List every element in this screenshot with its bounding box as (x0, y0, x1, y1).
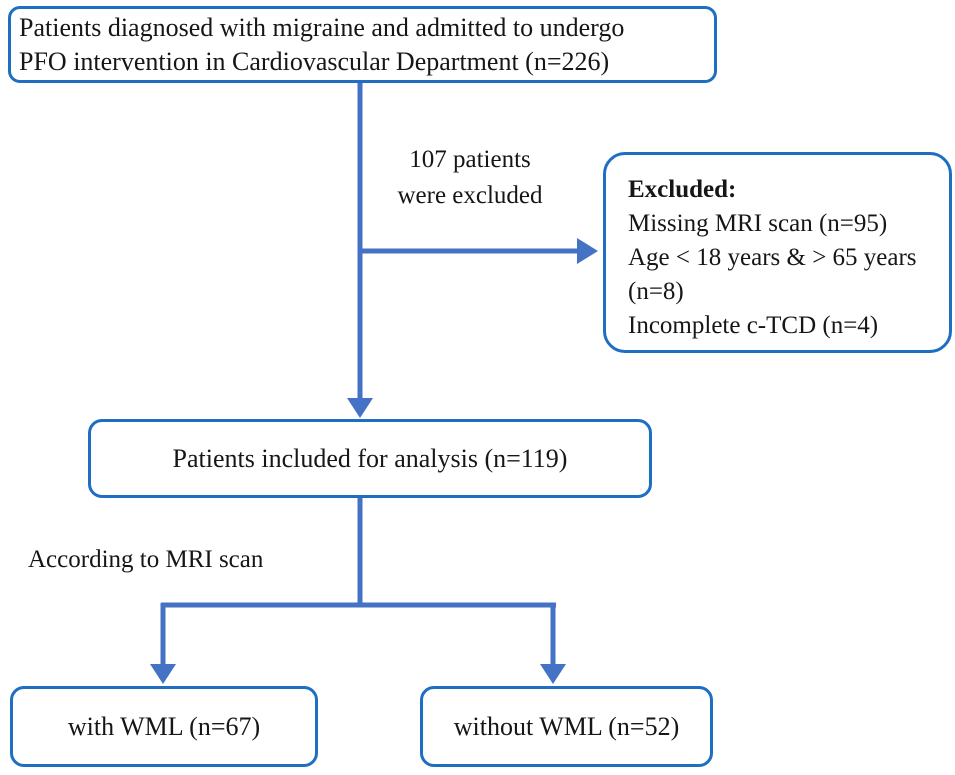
arrowhead-into-with-wml-icon (150, 664, 176, 684)
without-wml-box: without WML (n=52) (420, 686, 713, 767)
included-box-label: Patients included for analysis (n=119) (172, 443, 568, 473)
with-wml-box-label: with WML (n=67) (67, 711, 261, 741)
excluded-reason: (n=8) (628, 278, 684, 305)
excluded-count-line1: 107 patients (409, 146, 531, 173)
without-wml-box-label: without WML (n=52) (453, 711, 680, 741)
source-box: Patients diagnosed with migraine and adm… (8, 6, 717, 83)
source-box-line1: Patients diagnosed with migraine and adm… (19, 12, 625, 42)
excluded-reason: Incomplete c-TCD (n=4) (628, 312, 879, 339)
excluded-count-line2: were excluded (397, 182, 543, 209)
excluded-reason: Age < 18 years & > 65 years (628, 244, 917, 271)
source-box-line2: PFO intervention in Cardiovascular Depar… (19, 46, 610, 76)
excluded-count-label: 107 patients were excluded (370, 142, 570, 214)
excluded-box: Excluded: Missing MRI scan (n=95) Age < … (603, 152, 952, 353)
included-box: Patients included for analysis (n=119) (88, 419, 652, 498)
excluded-reason: Missing MRI scan (n=95) (628, 210, 888, 237)
arrowhead-into-excluded-icon (577, 238, 598, 264)
split-criterion-label: According to MRI scan (28, 546, 264, 573)
arrowhead-into-without-wml-icon (540, 664, 566, 684)
with-wml-box: with WML (n=67) (10, 686, 318, 767)
arrowhead-into-included-icon (347, 398, 373, 418)
excluded-box-heading: Excluded: (628, 176, 737, 203)
